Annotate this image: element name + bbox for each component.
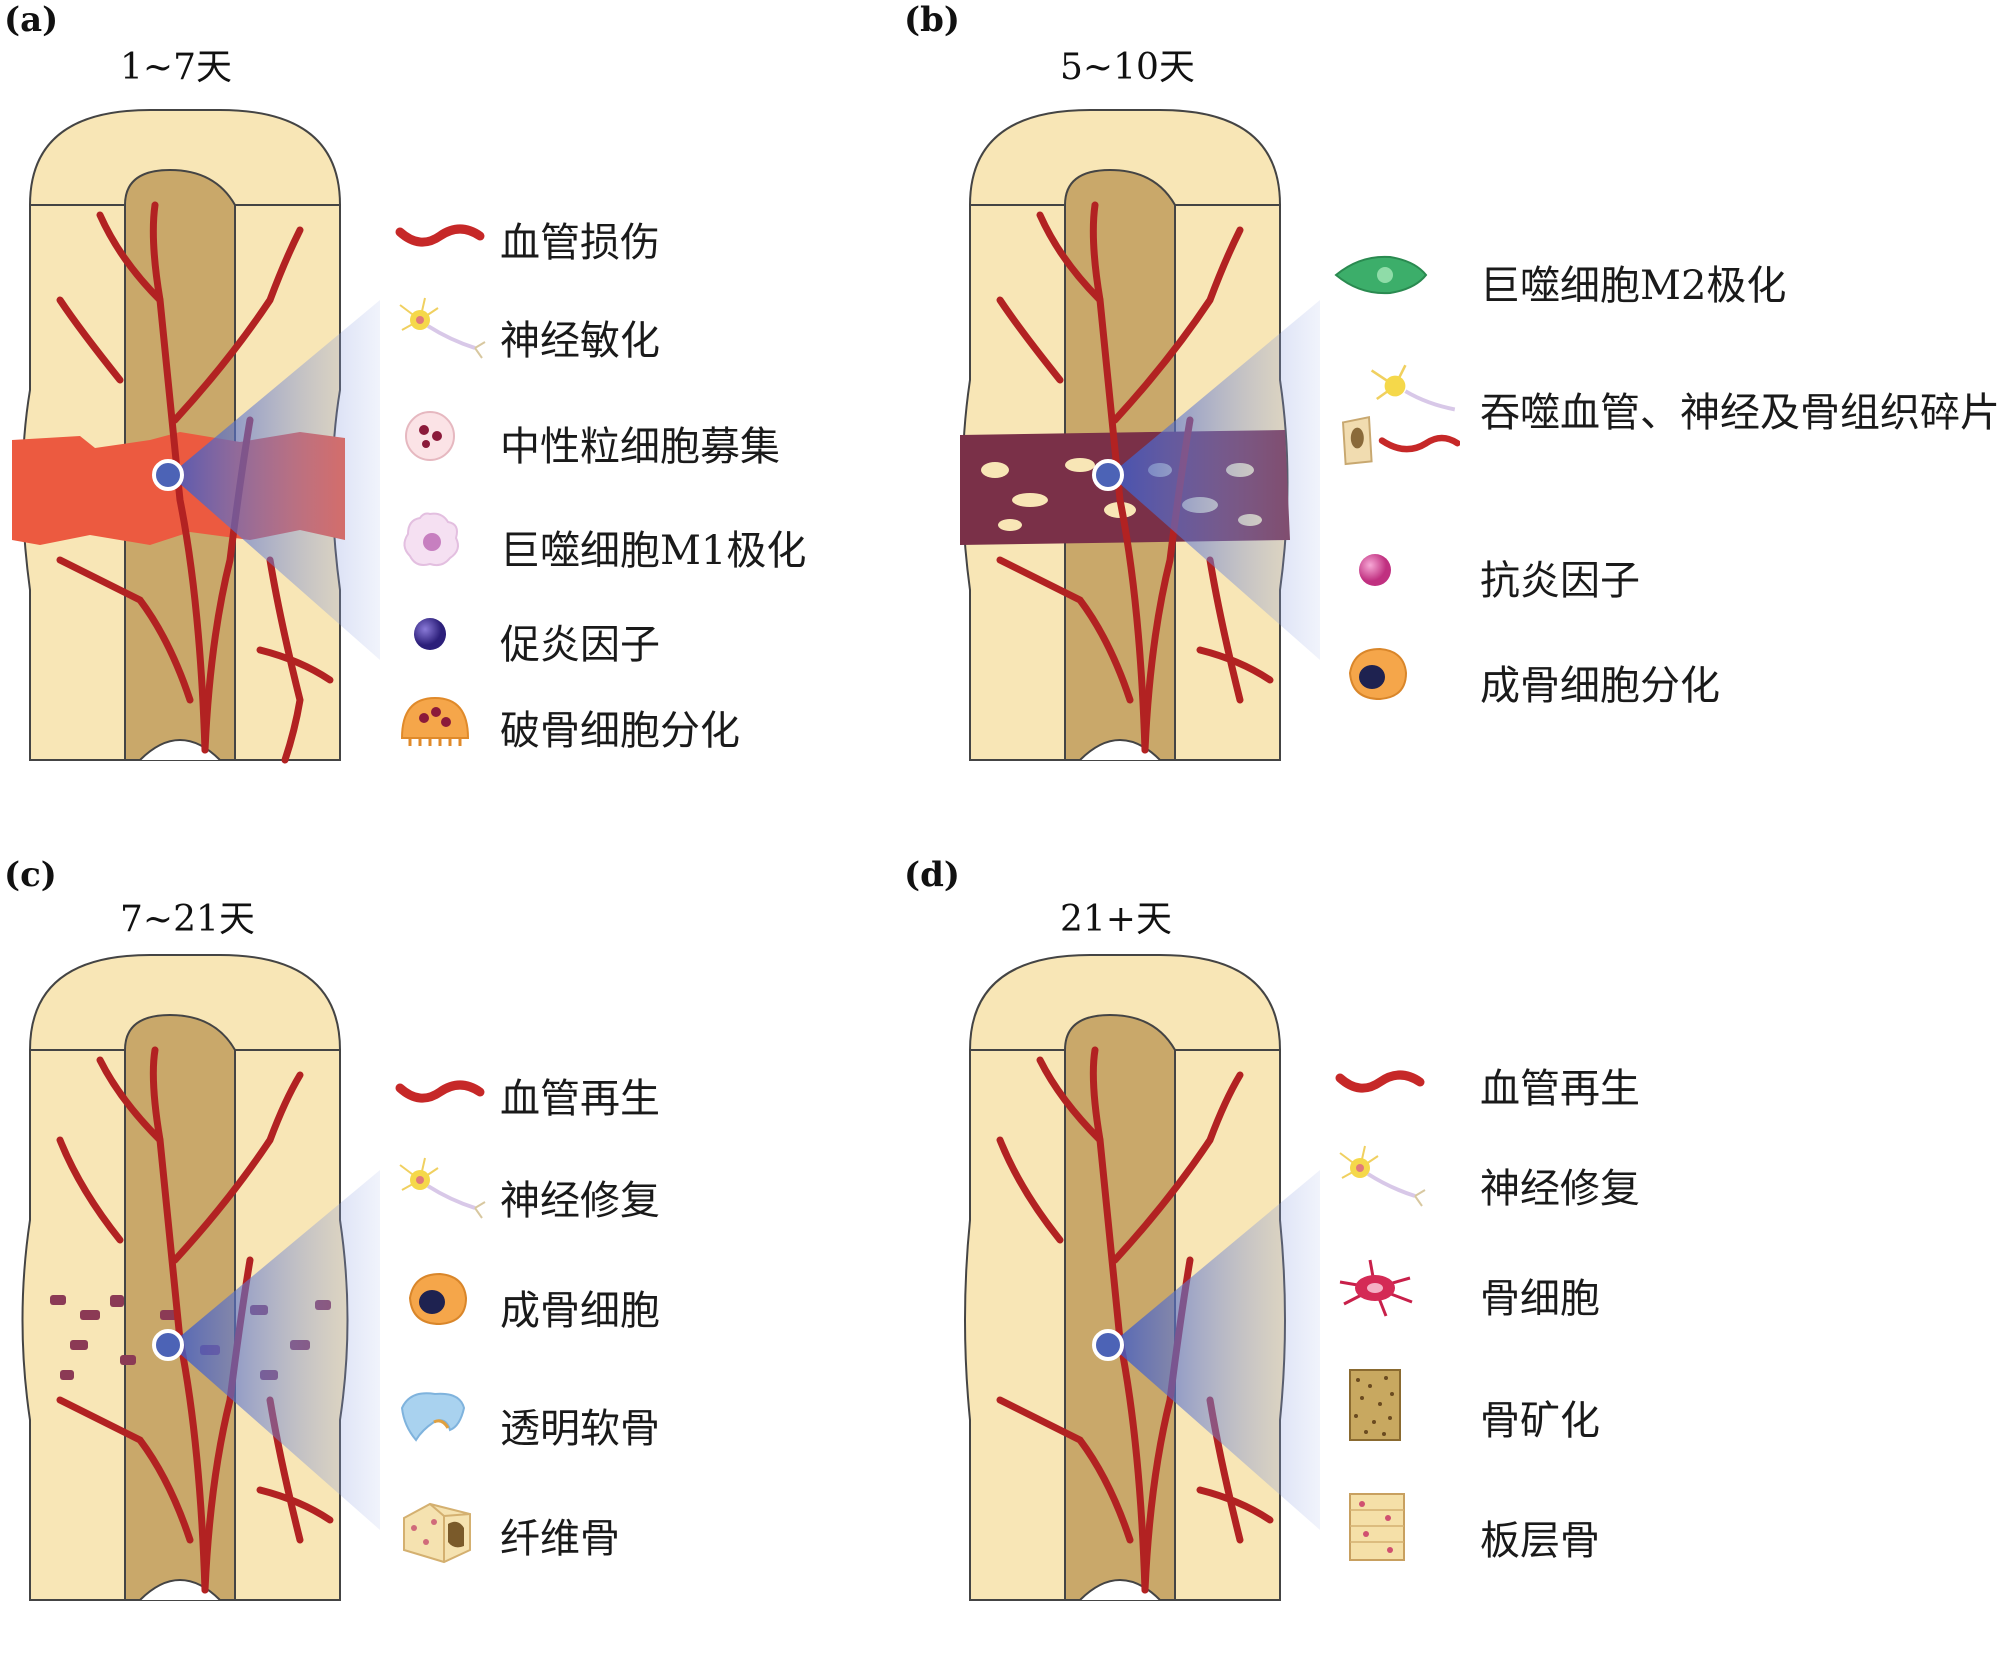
- fractured-bone-illustration: [960, 109, 1320, 761]
- legend-label: 神经敏化: [500, 318, 660, 364]
- legend-label: 血管损伤: [500, 220, 660, 266]
- blood-vessel-icon: [1335, 1070, 1425, 1093]
- osteoclast-icon: [400, 696, 470, 746]
- anti-inflammatory-factor-icon: [1359, 554, 1391, 586]
- legend-label: 骨细胞: [1480, 1276, 1600, 1322]
- panel-b: (b) 5~10天: [900, 0, 2000, 820]
- legend-label: 破骨细胞分化: [500, 708, 740, 754]
- panel-days-label: 1~7天: [120, 47, 232, 88]
- panel-a: (a) 1~7天: [0, 0, 1000, 820]
- osteoblast-icon: [408, 1272, 468, 1326]
- panel-letter: (b): [904, 0, 960, 40]
- osteocyte-icon: [1339, 1259, 1413, 1317]
- remodeled-bone-illustration: [964, 954, 1320, 1601]
- legend-label: 巨噬细胞M2极化: [1480, 263, 1787, 309]
- blood-vessel-icon: [395, 1080, 485, 1103]
- panel-letter: (c): [4, 855, 57, 895]
- legend-label: 血管再生: [1480, 1066, 1640, 1112]
- legend-label: 促炎因子: [500, 622, 660, 668]
- panel-days-label: 7~21天: [120, 899, 255, 940]
- legend-label: 成骨细胞分化: [1480, 663, 1720, 709]
- bone-mineralization-icon: [1349, 1369, 1401, 1441]
- legend-label: 血管再生: [500, 1076, 660, 1122]
- legend-label: 纤维骨: [500, 1516, 620, 1562]
- panel-days-label: 21+天: [1060, 899, 1172, 940]
- legend-label: 吞噬血管、神经及骨组织碎片: [1480, 390, 2000, 436]
- healing-bone-illustration: [21, 954, 380, 1601]
- legend-label: 中性粒细胞募集: [500, 424, 780, 470]
- panel-c: (c) 7~21天: [0, 840, 1000, 1660]
- legend-label: 神经修复: [1480, 1166, 1640, 1212]
- neutrophil-icon: [405, 411, 455, 461]
- macrophage-m2-icon: [1334, 255, 1428, 295]
- legend-label: 骨矿化: [1480, 1398, 1600, 1444]
- woven-bone-icon: [403, 1502, 471, 1564]
- panel-letter: (d): [904, 855, 960, 895]
- legend-label: 透明软骨: [500, 1406, 660, 1452]
- legend-label: 板层骨: [1480, 1518, 1600, 1564]
- legend-label: 抗炎因子: [1480, 558, 1640, 604]
- lamellar-bone-icon: [1349, 1493, 1405, 1561]
- panel-letter: (a): [4, 0, 59, 40]
- neuron-icon: [399, 1157, 486, 1219]
- neuron-icon: [1339, 1145, 1426, 1207]
- panel-d: (d) 21+天 血管再生 神经修复 骨细胞 骨矿化 板层骨: [900, 840, 2000, 1660]
- fractured-bone-illustration: [12, 109, 380, 764]
- macrophage-m1-icon: [403, 512, 459, 567]
- neuron-icon: [399, 297, 486, 359]
- legend-label: 成骨细胞: [500, 1288, 660, 1334]
- blood-vessel-icon: [395, 224, 485, 247]
- pro-inflammatory-factor-icon: [414, 618, 446, 650]
- osteoblast-icon: [1348, 647, 1408, 701]
- panel-days-label: 5~10天: [1060, 47, 1195, 88]
- hyaline-cartilage-icon: [400, 1392, 466, 1442]
- debris-icon: [1341, 364, 1460, 466]
- legend-label: 巨噬细胞M1极化: [500, 528, 807, 574]
- legend-label: 神经修复: [500, 1178, 660, 1224]
